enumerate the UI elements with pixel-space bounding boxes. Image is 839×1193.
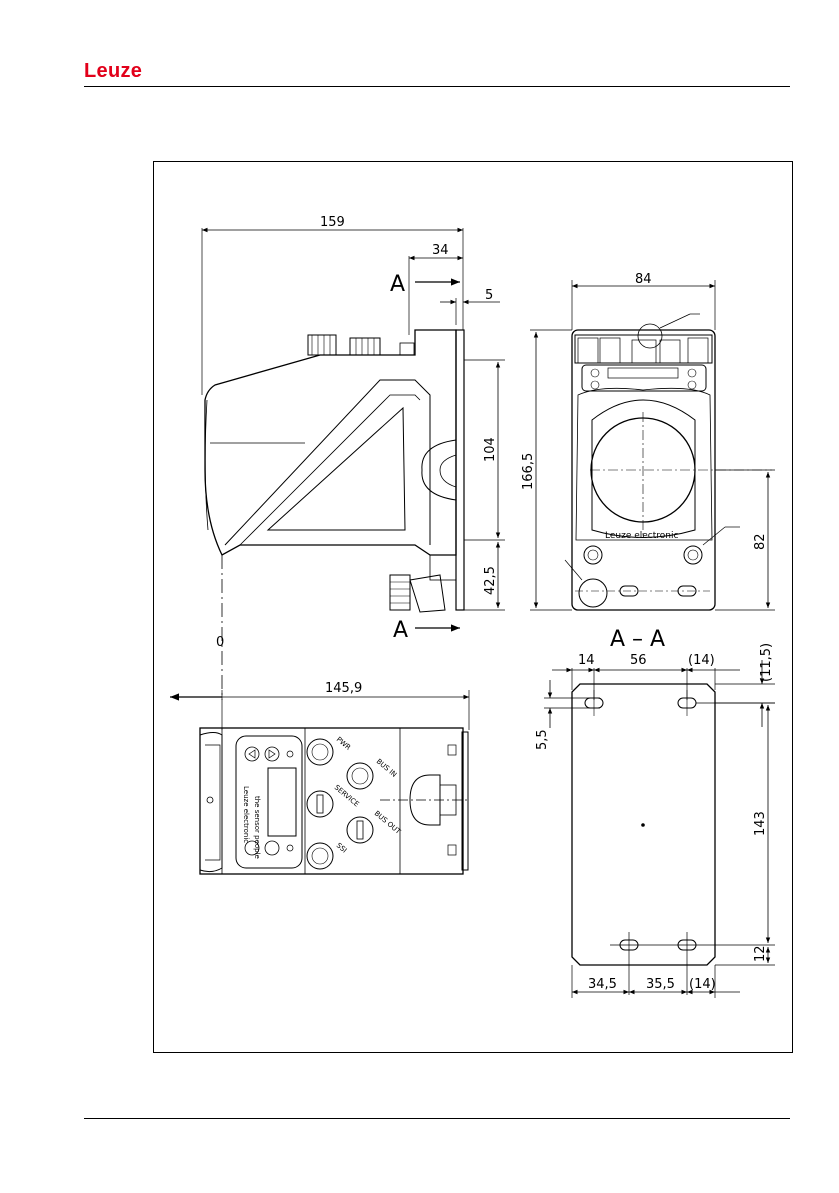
front-brand-text: Leuze electronic [605, 531, 678, 541]
dim-14-left: 14 [578, 653, 595, 668]
dim-14-bottom: (14) [689, 977, 716, 992]
dim-145-9: 145,9 [325, 681, 362, 696]
dim-82: 82 [753, 533, 768, 550]
dim-12: 12 [753, 945, 768, 962]
label-service: SERVICE [333, 783, 361, 808]
dim-42-5: 42,5 [483, 566, 498, 595]
plate-section-view: A – A 14 56 (14) (11,5) 5,5 [535, 627, 775, 998]
dim-34-5: 34,5 [588, 977, 617, 992]
origin-label: 0 [216, 635, 224, 650]
dim-5-5: 5,5 [535, 729, 550, 750]
dim-56: 56 [630, 653, 647, 668]
label-ssi: SSI [335, 841, 349, 854]
section-title: A – A [610, 627, 665, 652]
top-brand-text: Leuze electronic [242, 786, 250, 843]
dim-35-5: 35,5 [646, 977, 675, 992]
top-view: 145,9 Leuze electronic the sensor people [170, 681, 470, 874]
dim-143: 143 [753, 811, 768, 836]
front-view: 84 166,5 82 Leuze electronic [521, 272, 775, 610]
section-mark-bottom: A [393, 618, 408, 643]
dim-11-5: (11,5) [759, 643, 774, 682]
dim-5: 5 [485, 288, 493, 303]
dim-104: 104 [483, 437, 498, 462]
side-view: 159 34 5 A A [202, 215, 505, 700]
dim-84: 84 [635, 272, 652, 287]
top-sub-text: the sensor people [253, 796, 261, 859]
label-pwr: PWR [335, 735, 353, 752]
label-bus-in: BUS IN [375, 757, 398, 778]
label-bus-out: BUS OUT [373, 809, 403, 836]
dim-34: 34 [432, 243, 449, 258]
dim-159: 159 [320, 215, 345, 230]
dim-166-5: 166,5 [521, 453, 536, 490]
dim-14-right: (14) [688, 653, 715, 668]
section-mark-top: A [390, 272, 405, 297]
